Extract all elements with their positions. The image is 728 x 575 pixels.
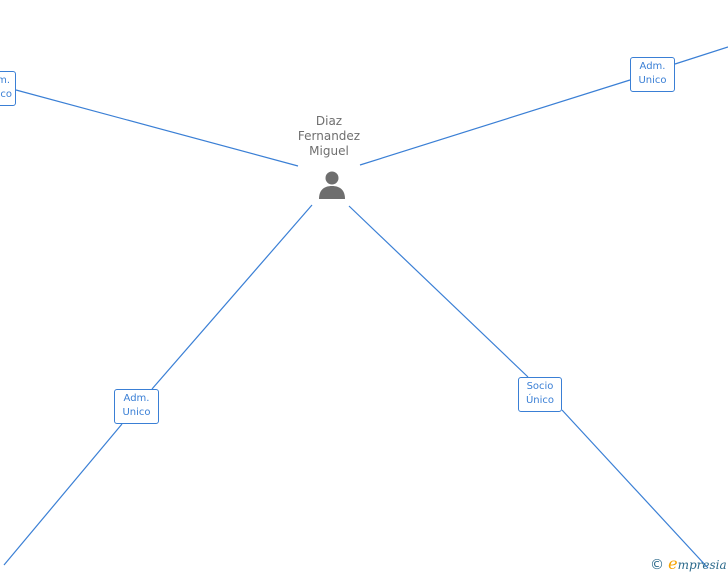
edge-bottom-right-offscreen: [561, 409, 709, 569]
role-bottom-right-line-1: Socio: [526, 381, 554, 392]
role-top-right-line-2: Unico: [638, 75, 667, 86]
edge-to-top-right: [359, 79, 631, 166]
edge-top-right-offscreen: [674, 46, 728, 65]
person-name-line-1: Diaz: [315, 114, 343, 128]
person-icon[interactable]: [316, 170, 348, 200]
role-bottom-left-line-2: Unico: [122, 407, 151, 418]
role-bottom-left-line-1: Adm.: [123, 393, 150, 404]
edge-to-top-left: [15, 89, 299, 167]
role-top-left-line-2: Unico: [0, 89, 13, 100]
edge-to-bottom-left: [151, 204, 313, 390]
role-box-bottom-right[interactable]: Socio Único: [518, 377, 562, 412]
brand-initial: e: [668, 554, 678, 573]
brand-name: mpresia: [677, 558, 727, 572]
role-top-left-line-1: Adm.: [0, 75, 10, 86]
role-top-right-line-1: Adm.: [639, 61, 666, 72]
copyright-icon: ©: [650, 557, 664, 573]
role-box-bottom-left[interactable]: Adm. Unico: [114, 389, 159, 424]
person-name-line-3: Miguel: [309, 144, 349, 158]
role-box-top-right[interactable]: Adm. Unico: [630, 57, 675, 92]
empresia-watermark[interactable]: © empresia: [650, 554, 727, 574]
person-name-line-2: Fernandez: [297, 129, 361, 143]
edge-bottom-left-offscreen: [3, 423, 123, 566]
edge-to-bottom-right: [348, 205, 529, 378]
role-box-top-left[interactable]: Adm. Unico: [0, 71, 16, 106]
role-bottom-right-line-2: Único: [525, 395, 555, 406]
person-name[interactable]: Diaz Fernandez Miguel: [279, 114, 379, 159]
